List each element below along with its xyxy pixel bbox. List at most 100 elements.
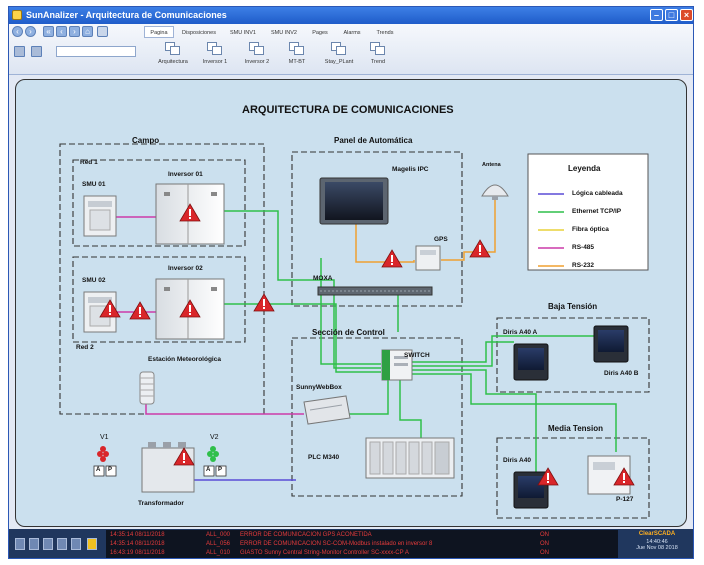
- toolbar-arquitectura-button[interactable]: Arquitectura: [151, 39, 195, 73]
- legend-box: [527, 153, 649, 271]
- ethernet-link: [399, 380, 422, 438]
- minimize-button[interactable]: –: [650, 9, 663, 21]
- page-icon: [249, 42, 265, 56]
- clock-date: Jue Nov 08 2018: [636, 545, 678, 551]
- control-title: Sección de Control: [312, 328, 385, 337]
- network-switch[interactable]: [381, 349, 413, 381]
- diris-a40-a-meter[interactable]: [513, 343, 549, 381]
- fan-v2-manual-label: P: [218, 467, 223, 473]
- fan-v1-auto-label: A: [96, 467, 101, 473]
- legend-label-ethernet: Ethernet TCP/IP: [572, 208, 622, 215]
- home-icon[interactable]: ⌂: [82, 26, 93, 37]
- nav-prev-icon[interactable]: ‹: [56, 26, 67, 37]
- print-icon[interactable]: [14, 46, 25, 57]
- list-icon[interactable]: [71, 538, 81, 550]
- warning-icon[interactable]: [129, 301, 151, 320]
- sunny-webbox-device[interactable]: [303, 395, 351, 425]
- warning-icon[interactable]: [469, 239, 491, 258]
- gps-device[interactable]: [415, 245, 441, 271]
- nav-next-icon[interactable]: ›: [69, 26, 80, 37]
- close-button[interactable]: ×: [680, 9, 693, 21]
- diris-b-label: Diris A40 B: [604, 370, 639, 377]
- inv01-label: Inversor 01: [168, 171, 203, 178]
- clock-time: 14:40:46: [646, 539, 668, 545]
- print-icon[interactable]: [57, 538, 67, 550]
- antenna-icon[interactable]: [481, 184, 509, 200]
- window-title: SunAnalizer - Arquitectura de Comunicaci…: [26, 10, 227, 20]
- back-icon[interactable]: ‹: [12, 26, 23, 37]
- brand-logo: ClearSCADA: [638, 531, 676, 537]
- settings-icon[interactable]: [29, 538, 39, 550]
- tab-trends[interactable]: Trends: [376, 30, 394, 36]
- diagram-canvas: ARQUITECTURA DE COMUNICACIONES Campo Red…: [15, 79, 687, 527]
- smu-01-device[interactable]: [83, 195, 117, 237]
- user-icon[interactable]: [15, 538, 25, 550]
- transformer-device[interactable]: [141, 442, 195, 493]
- page-icon: [370, 42, 386, 56]
- magelis-label: Magelis IPC: [392, 166, 429, 173]
- nav-first-icon[interactable]: «: [43, 26, 54, 37]
- app-window: SunAnalizer - Arquitectura de Comunicaci…: [8, 6, 694, 559]
- fan-v2-icon[interactable]: [207, 446, 219, 462]
- fan-v1-manual-button[interactable]: [105, 465, 117, 477]
- inv02-label: Inversor 02: [168, 265, 203, 272]
- media-title: Media Tension: [548, 424, 603, 433]
- fan-v1-auto-button[interactable]: [93, 465, 105, 477]
- red2-label: Red 2: [76, 344, 94, 351]
- estacion-label: Estación Meteorológica: [148, 356, 221, 363]
- baja-group: [496, 317, 650, 393]
- diris-a40-meter[interactable]: [513, 471, 549, 509]
- warning-icon[interactable]: [253, 293, 275, 312]
- toolbar: ‹ › « ‹ › ⌂ Pagina Disposiciones SMU INV…: [9, 24, 693, 75]
- fan-v2-manual-button[interactable]: [215, 465, 227, 477]
- toolbar-mt-bt-button[interactable]: MT-BT: [275, 39, 319, 73]
- tab-pagina[interactable]: Pagina: [144, 26, 174, 38]
- bell-icon[interactable]: [43, 538, 53, 550]
- toolbar-stay-plant-button[interactable]: Stay_PLant: [317, 39, 361, 73]
- page-icon: [289, 42, 305, 56]
- legend-label-rs485: RS-485: [572, 244, 595, 251]
- weather-station-icon[interactable]: [139, 371, 155, 405]
- app-icon: [12, 10, 22, 20]
- fan-v1-icon[interactable]: [97, 446, 109, 462]
- tab-smu-inv2[interactable]: SMU INV2: [271, 30, 297, 36]
- page-combo[interactable]: [56, 46, 136, 57]
- brand-clock: ClearSCADA 14:40:46 Jue Nov 08 2018: [623, 531, 691, 557]
- switch-label: SWITCH: [404, 352, 430, 359]
- ethernet-link: [412, 335, 594, 367]
- toolbar-inversor2-button[interactable]: Inversor 2: [235, 39, 279, 73]
- tab-alarms[interactable]: Alarms: [343, 30, 361, 36]
- alarm-warning-icon[interactable]: [87, 538, 97, 550]
- plc-m340-device[interactable]: [365, 437, 455, 479]
- fan-v2-auto-label: A: [206, 467, 211, 473]
- title-bar: SunAnalizer - Arquitectura de Comunicaci…: [9, 7, 693, 24]
- rs232-link: [355, 222, 415, 263]
- moxa-switch[interactable]: [317, 286, 433, 296]
- fan-v2-auto-button[interactable]: [203, 465, 215, 477]
- forward-icon[interactable]: ›: [25, 26, 36, 37]
- toolbar-inversor1-button[interactable]: Inversor 1: [193, 39, 237, 73]
- v2-label: V2: [210, 434, 219, 441]
- gps-label: GPS: [434, 236, 448, 243]
- tab-pages[interactable]: Pages: [312, 30, 328, 36]
- page-icon[interactable]: [97, 26, 108, 37]
- alarm-bar: 14:35:14 08/11/2018 ALL_000 ERROR DE COM…: [9, 529, 693, 558]
- diris-a40-b-meter[interactable]: [593, 325, 629, 363]
- transformador-label: Transformador: [138, 500, 184, 507]
- fan-v1-manual-label: P: [108, 467, 113, 473]
- tab-disposiciones[interactable]: Disposiciones: [182, 30, 216, 36]
- alarm-list[interactable]: 14:35:14 08/11/2018 ALL_000 ERROR DE COM…: [106, 530, 618, 558]
- legend-label-wired: Lógica cableada: [572, 190, 623, 197]
- red1-label: Red 1: [80, 159, 98, 166]
- moxa-label: MOXA: [313, 275, 333, 282]
- warning-icon[interactable]: [381, 249, 403, 268]
- panel-group: [291, 151, 463, 307]
- v1-label: V1: [100, 434, 109, 441]
- tab-smu-inv1[interactable]: SMU INV1: [230, 30, 256, 36]
- maximize-button[interactable]: □: [665, 9, 678, 21]
- magelis-ipc-device[interactable]: [319, 177, 389, 225]
- options-icon[interactable]: [31, 46, 42, 57]
- toolbar-trend-button[interactable]: Trend: [356, 39, 400, 73]
- panel-title: Panel de Automática: [334, 136, 413, 145]
- baja-title: Baja Tensión: [548, 302, 598, 311]
